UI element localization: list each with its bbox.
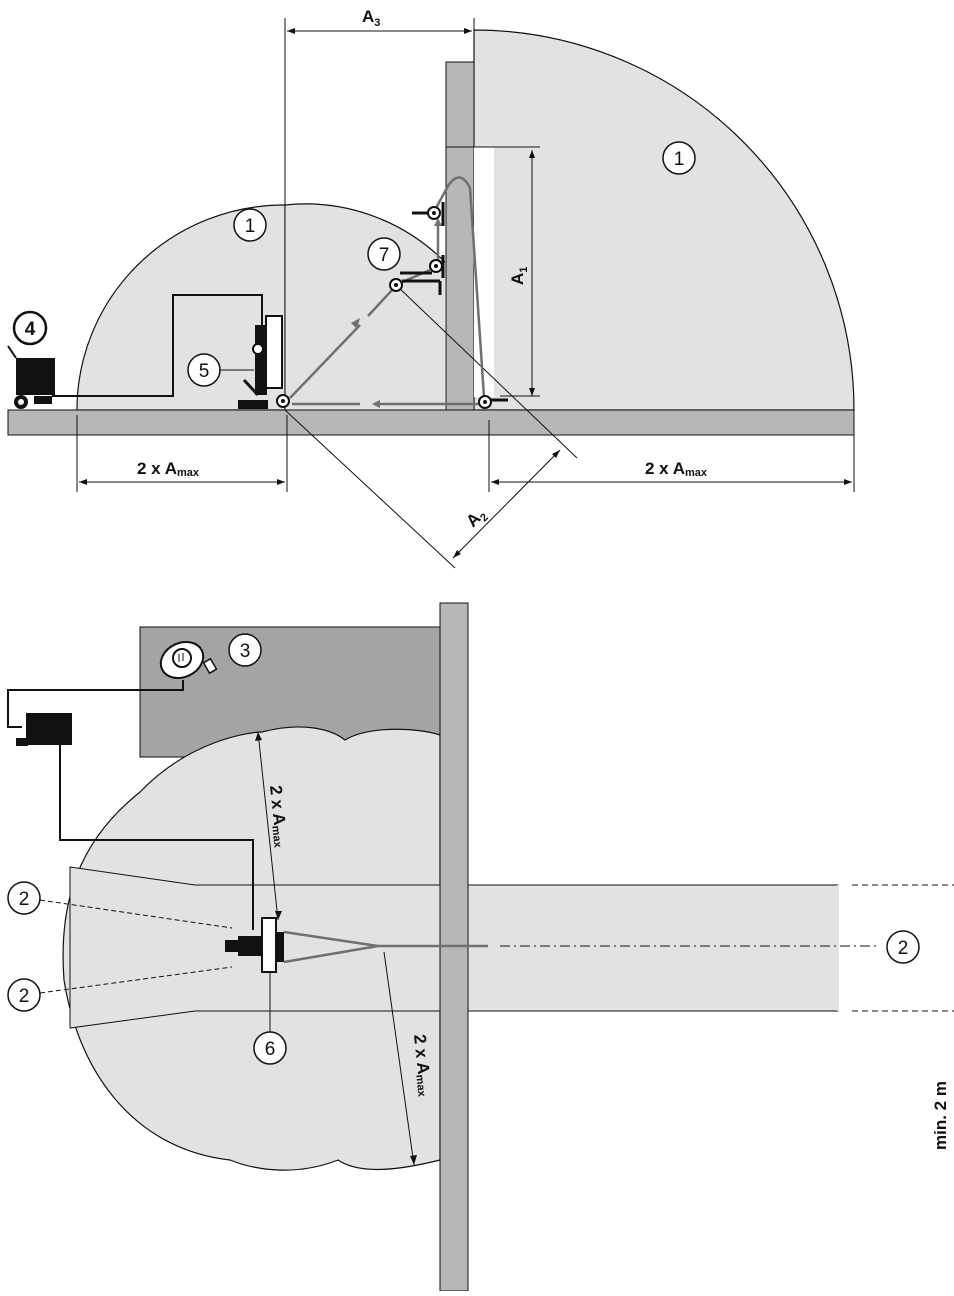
callout-zone-left: 1 (233, 208, 267, 242)
svg-text:2: 2 (19, 889, 30, 910)
callout-operator-area: 3 (228, 633, 262, 667)
drill-stand-icon (238, 315, 290, 409)
svg-text:5: 5 (199, 361, 210, 382)
callout-zone-right: 1 (662, 141, 696, 175)
danger-zone-left (76, 204, 286, 411)
saw-head-positions (389, 202, 508, 409)
operator-icon (159, 641, 218, 679)
lower-radius-label: 2 x Amax (409, 1033, 435, 1098)
svg-text:1: 1 (674, 149, 685, 170)
side-view: A3 A1 A2 2 x Amax 2 x Amax (7, 7, 855, 569)
svg-text:4: 4 (25, 319, 36, 340)
a3-label: A3 (362, 7, 380, 29)
danger-zone-left-right-half (285, 203, 445, 410)
wall-upper (445, 61, 475, 148)
callout-wall-path: 7 (367, 237, 401, 271)
callout-core-left-bottom: 2 (7, 978, 41, 1012)
callout-core-left-top: 2 (7, 881, 41, 915)
right-span-label: 2 x Amax (645, 459, 708, 479)
svg-text:6: 6 (265, 1039, 276, 1060)
floor-slab (7, 409, 855, 436)
callout-motor: 6 (253, 972, 287, 1065)
upper-radius-label: 2 x Amax (265, 784, 291, 849)
svg-text:1: 1 (245, 216, 256, 237)
control-box (26, 713, 72, 745)
left-span-label: 2 x Amax (137, 459, 200, 479)
callout-power-unit: 4 (12, 310, 48, 346)
min-width-label: min. 2 m (931, 1081, 950, 1150)
motor-icon (225, 917, 284, 973)
svg-text:2: 2 (19, 986, 30, 1007)
a1-label: A1 (508, 267, 530, 285)
core-band-right (467, 884, 839, 1012)
svg-text:7: 7 (379, 245, 390, 266)
svg-text:2: 2 (898, 938, 909, 959)
svg-text:3: 3 (240, 641, 251, 662)
saw-blade-cone (283, 930, 488, 964)
plan-view: 3 2 x Amax 2 x Amax (7, 602, 954, 1292)
callout-drill-stand: 5 (187, 353, 254, 387)
callout-core-right: 2 (886, 930, 920, 964)
a2-label: A2 (462, 504, 491, 533)
danger-zone-right (473, 29, 855, 411)
power-unit-icon (7, 345, 55, 409)
